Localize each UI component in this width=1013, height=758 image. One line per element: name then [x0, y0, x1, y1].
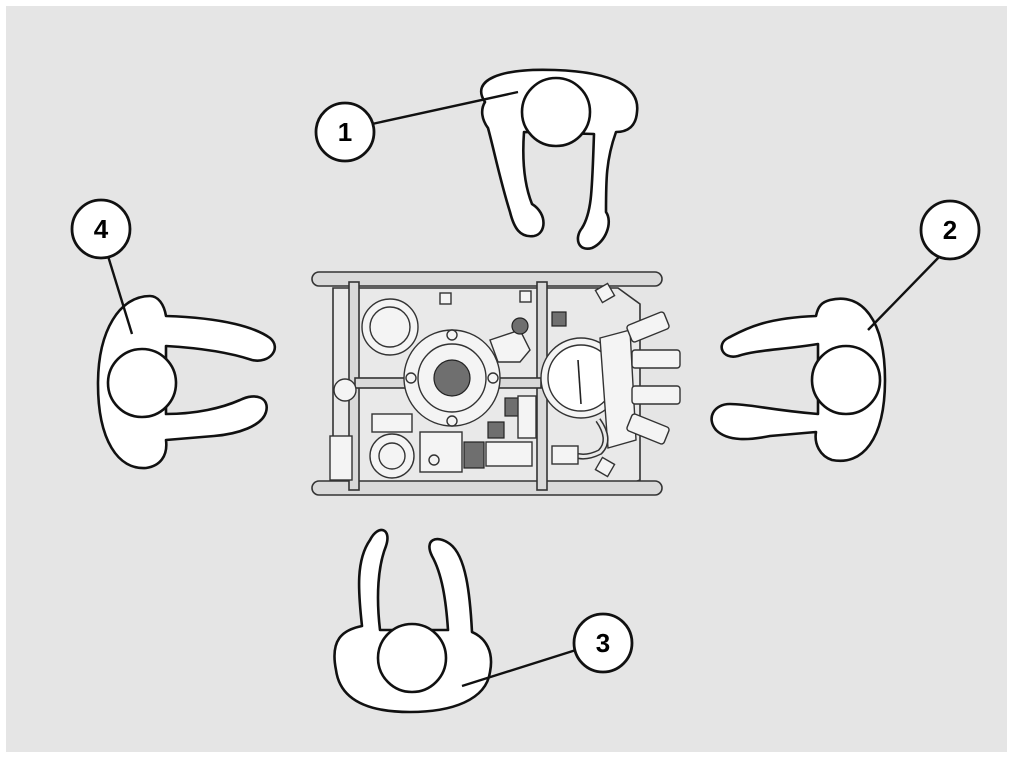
frame-pipe-top [311, 271, 663, 287]
flange-bolt-c [446, 415, 458, 427]
gauge-valve [551, 311, 567, 327]
motor-shaft [433, 359, 471, 397]
control-valve-block [419, 431, 463, 473]
callout-1-circle [314, 101, 376, 163]
flange-bolt-b [487, 372, 499, 384]
callout-1: 1 [314, 90, 519, 163]
frame-pipe-bottom [311, 480, 663, 496]
callout-2-leader-line [867, 255, 941, 331]
callout-3-circle [572, 612, 634, 674]
callout-4-circle [70, 198, 132, 260]
small-fitting [487, 421, 505, 439]
control-valve-port [428, 454, 440, 466]
operator-2-head [810, 344, 882, 416]
operator-4-head [106, 347, 178, 419]
corner-bolt-top [594, 282, 616, 304]
callout-4-number: 4 [94, 214, 109, 244]
return-block [371, 413, 413, 433]
relief-valve-end [551, 445, 579, 465]
elbow-cap [511, 317, 529, 335]
callout-2-number: 2 [943, 215, 957, 245]
bolt-2 [519, 290, 532, 303]
callout-3-leader-line [461, 648, 577, 688]
callout-1-number: 1 [338, 117, 352, 147]
filter-housing [329, 435, 353, 481]
hex-fitting [463, 441, 485, 469]
filter-cap-inner [378, 442, 406, 470]
operator-1-person-icon [479, 68, 639, 250]
reservoir-cap-inner [369, 306, 411, 348]
operator-4-body [96, 294, 277, 470]
operator-1-body [479, 68, 639, 250]
flange-bolt-d [405, 372, 417, 384]
operator-1-head [520, 76, 592, 148]
gauge-needle [577, 359, 582, 405]
operator-2-body [710, 297, 887, 463]
operator-3-body [333, 528, 493, 714]
side-port [333, 378, 357, 402]
operator-3-person-icon [333, 528, 493, 714]
callout-3-number: 3 [596, 628, 610, 658]
pipe-block [517, 395, 537, 439]
callout-3: 3 [461, 612, 634, 688]
operator-4-person-icon [96, 294, 277, 470]
coupler-3 [631, 385, 681, 405]
relief-valve [485, 441, 533, 467]
bolt-1 [439, 292, 452, 305]
operator-3-head [376, 622, 448, 694]
operator-2-person-icon [710, 297, 887, 463]
coupler-4 [626, 413, 670, 445]
callout-4: 4 [70, 198, 134, 335]
callout-4-leader-line [106, 255, 134, 335]
callout-2-circle [919, 199, 981, 261]
corner-bolt-bottom [594, 456, 616, 478]
callout-2: 2 [867, 199, 981, 331]
callout-1-leader-line [371, 90, 519, 126]
coupler-2 [631, 349, 681, 369]
manifold-block [599, 329, 637, 449]
flange-bolt-a [446, 329, 458, 341]
equipment-top-view-icon [311, 271, 681, 496]
coupler-1 [626, 311, 670, 343]
